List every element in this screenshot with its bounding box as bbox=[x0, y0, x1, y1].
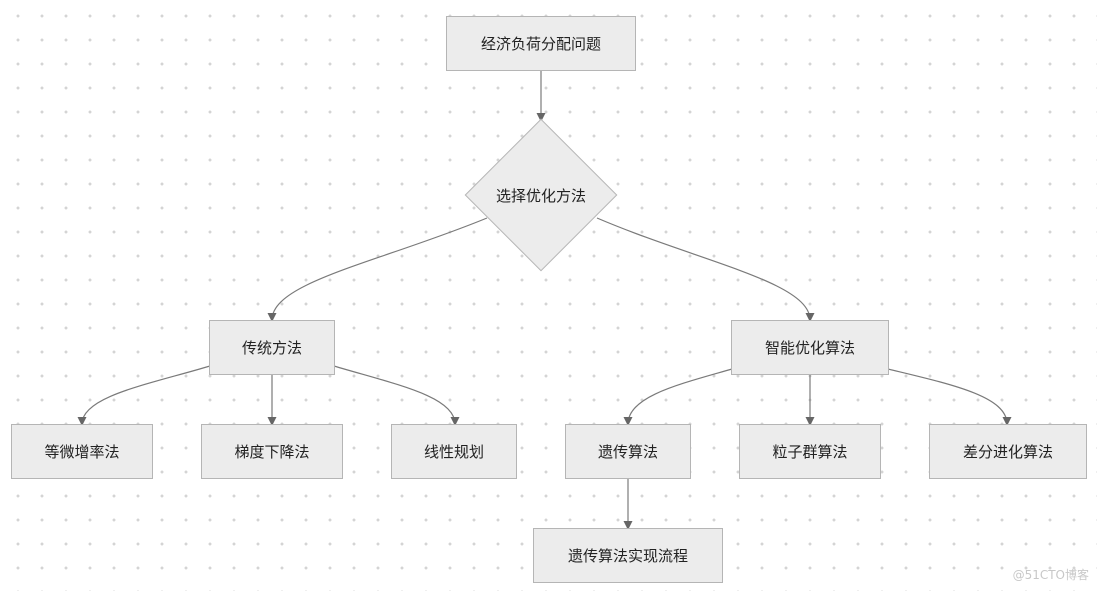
node-label: 遗传算法实现流程 bbox=[567, 547, 688, 565]
node-genetic-algorithm[interactable]: 遗传算法 bbox=[565, 424, 691, 479]
node-differential-evolution[interactable]: 差分进化算法 bbox=[929, 424, 1087, 479]
node-label: 传统方法 bbox=[241, 339, 302, 357]
edge-decision-intelligent bbox=[596, 217, 815, 322]
edge-traditional-linear bbox=[333, 365, 460, 426]
decision-label: 选择优化方法 bbox=[495, 186, 586, 205]
edge-intelligent-de bbox=[887, 368, 1012, 426]
node-label: 遗传算法 bbox=[597, 443, 658, 461]
node-economic-dispatch[interactable]: 经济负荷分配问题 bbox=[446, 16, 636, 71]
node-gradient-descent[interactable]: 梯度下降法 bbox=[201, 424, 343, 479]
node-traditional-methods[interactable]: 传统方法 bbox=[209, 320, 335, 375]
edge-traditional-equal-rate bbox=[77, 365, 211, 426]
node-equal-incremental-rate[interactable]: 等微增率法 bbox=[11, 424, 153, 479]
node-particle-swarm[interactable]: 粒子群算法 bbox=[739, 424, 881, 479]
edge-decision-traditional bbox=[267, 217, 488, 322]
node-label: 梯度下降法 bbox=[234, 443, 310, 461]
node-label: 差分进化算法 bbox=[962, 443, 1053, 461]
node-genetic-implementation-flow[interactable]: 遗传算法实现流程 bbox=[533, 528, 723, 583]
node-label: 智能优化算法 bbox=[764, 339, 855, 357]
watermark: @51CTO博客 bbox=[1012, 568, 1089, 582]
node-label: 粒子群算法 bbox=[772, 443, 848, 461]
edge-intelligent-genetic bbox=[623, 368, 733, 426]
node-label: 等微增率法 bbox=[44, 443, 120, 461]
node-intelligent-algorithms[interactable]: 智能优化算法 bbox=[731, 320, 889, 375]
node-linear-programming[interactable]: 线性规划 bbox=[391, 424, 517, 479]
node-label: 线性规划 bbox=[423, 443, 484, 461]
node-label: 经济负荷分配问题 bbox=[480, 35, 601, 53]
decision-select-method[interactable]: 选择优化方法 bbox=[464, 118, 618, 272]
